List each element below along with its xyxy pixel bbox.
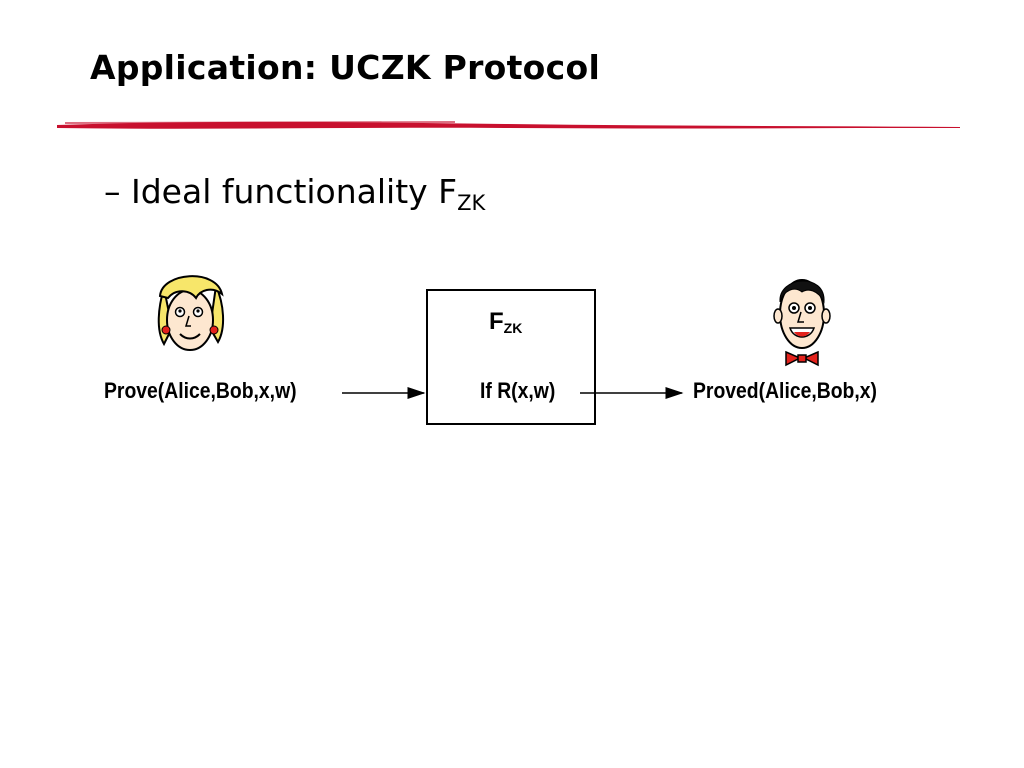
proved-output-label: Proved(Alice,Bob,x) bbox=[693, 378, 877, 403]
box-title: FZK bbox=[489, 308, 522, 336]
prove-request-label: Prove(Alice,Bob,x,w) bbox=[104, 378, 297, 403]
slide-title: Application: UCZK Protocol bbox=[90, 48, 601, 87]
bob-face-icon bbox=[773, 279, 831, 367]
box-title-main: F bbox=[489, 308, 504, 335]
bullet-ideal-functionality: – Ideal functionality FZK bbox=[104, 172, 485, 215]
box-condition-label: If R(x,w) bbox=[480, 378, 556, 403]
box-title-subscript: ZK bbox=[503, 320, 523, 336]
bullet-subscript: ZK bbox=[457, 191, 486, 215]
title-underline bbox=[57, 121, 960, 129]
functionality-box bbox=[426, 289, 596, 425]
alice-face-icon bbox=[157, 275, 224, 351]
bullet-text: – Ideal functionality F bbox=[104, 172, 458, 211]
